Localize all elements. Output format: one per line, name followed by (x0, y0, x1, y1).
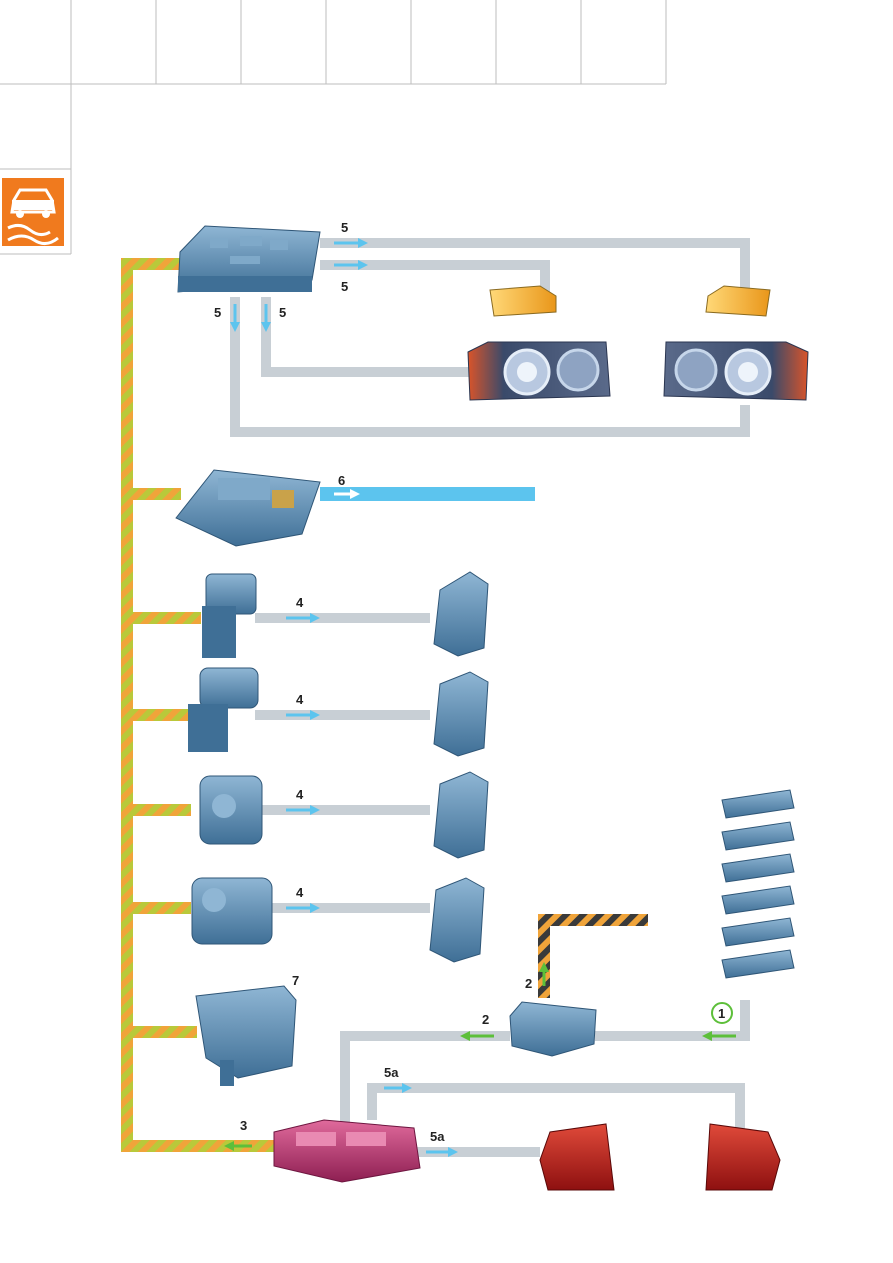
label-5-left: 5 (214, 305, 221, 320)
label-2-horizontal: 2 (482, 1012, 489, 1027)
label-5-top: 5 (341, 220, 348, 235)
window-motor-c (199, 775, 263, 845)
label-5a-top: 5a (384, 1065, 399, 1080)
door-lock-a (433, 571, 489, 657)
page-header-grid (0, 0, 667, 255)
door-lock-d (429, 877, 485, 963)
rear-control-module (273, 1119, 421, 1183)
window-motor-d (191, 877, 273, 945)
window-motor-a (202, 573, 257, 658)
bus-lines (230, 238, 750, 1157)
label-5a-bottom: 5a (430, 1129, 445, 1144)
bus-line-2-horizontal (340, 1031, 510, 1128)
label-3: 3 (240, 1118, 247, 1133)
control-unit-6 (175, 469, 321, 547)
window-motor-b (188, 667, 259, 752)
left-headlight (467, 341, 611, 401)
left-indicator-lamp (489, 285, 557, 317)
airbag-control-module (509, 1001, 597, 1057)
right-indicator-lamp (705, 285, 771, 317)
right-headlight (663, 341, 809, 401)
label-5-second: 5 (341, 279, 348, 294)
door-lock-c (433, 771, 489, 859)
label-4-a: 4 (296, 595, 304, 610)
right-tail-light (705, 1123, 781, 1191)
control-unit-7 (195, 985, 297, 1086)
bus-line-5a-top (367, 1083, 745, 1130)
skidding-car-icon (2, 178, 64, 246)
gateway-control-module (177, 225, 321, 293)
label-4-c: 4 (296, 787, 304, 802)
bus-line-1 (595, 1000, 750, 1041)
bus-line-5-left (230, 297, 750, 437)
label-1: 1 (718, 1006, 725, 1021)
data-flow-arrows (224, 238, 736, 1157)
bus-line-5-top (320, 238, 750, 292)
door-lock-b (433, 671, 489, 757)
left-tail-light (539, 1123, 615, 1191)
bus-line-5-right (261, 297, 470, 377)
bus-line-5-second (320, 260, 550, 292)
label-1-circle (711, 1002, 733, 1024)
label-5-right: 5 (279, 305, 286, 320)
label-4-b: 4 (296, 692, 304, 707)
label-7: 7 (292, 973, 299, 988)
sensor-stack (721, 789, 795, 979)
diagram-labels: 5 5 5 5 6 4 4 4 4 7 2 2 1 3 5a 5a (214, 220, 725, 1144)
label-2-vertical: 2 (525, 976, 532, 991)
label-6: 6 (338, 473, 345, 488)
power-lines (121, 258, 648, 1152)
label-4-d: 4 (296, 885, 304, 900)
